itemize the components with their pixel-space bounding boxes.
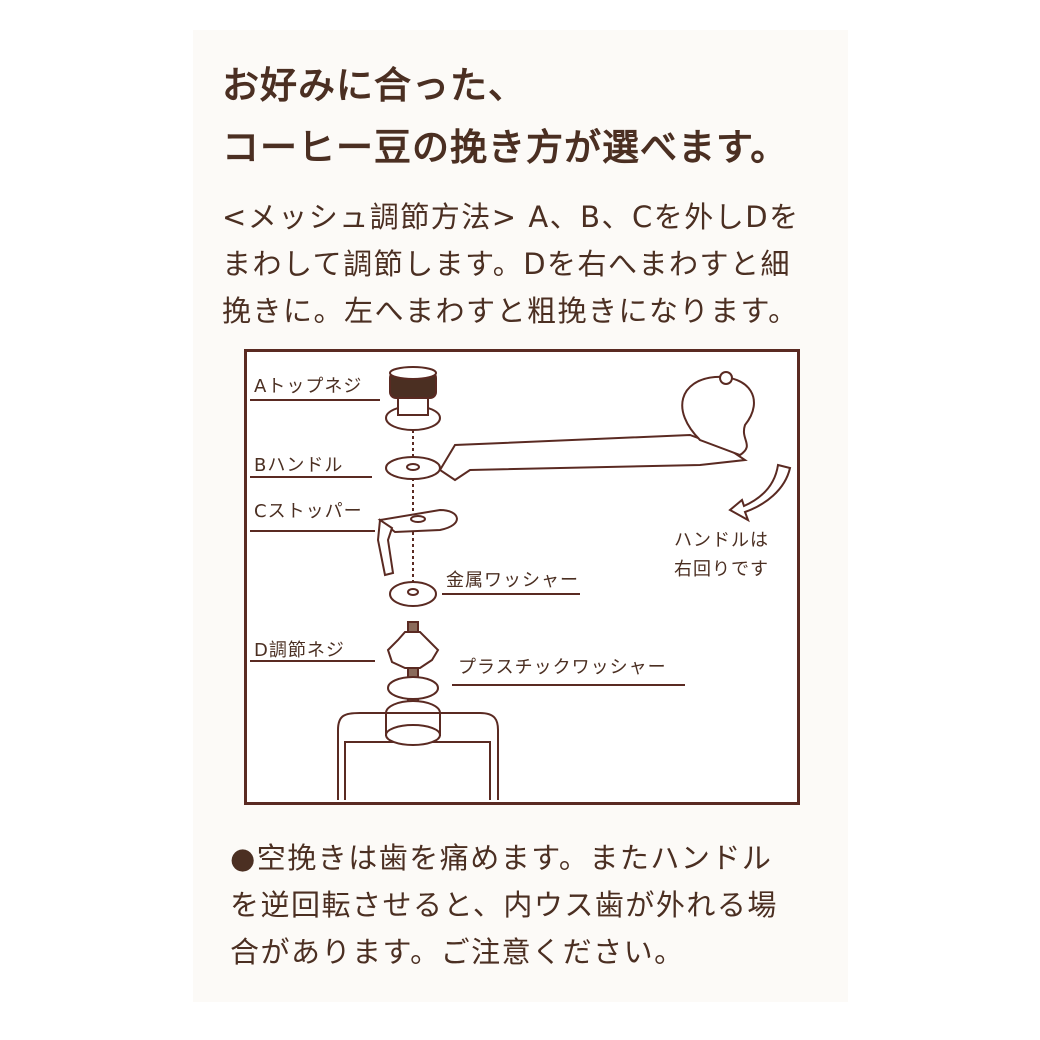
label-metal-washer: 金属ワッシャー [446, 570, 579, 591]
label-handle: Bハンドル [254, 455, 344, 476]
label-top-screw: Aトップネジ [254, 376, 363, 397]
metal-washer [389, 581, 437, 607]
handle-b [385, 371, 755, 482]
label-stopper: Cストッパー [254, 501, 363, 522]
label-plastic-washer: プラスチックワッシャー [458, 657, 667, 678]
leader-lines [250, 399, 685, 686]
label-adjust-screw: D調節ネジ [254, 640, 345, 661]
caution-line-3: 合があります。ご注意ください。 [230, 935, 685, 969]
top-screw-a [385, 366, 441, 431]
caution-line-1: ●空挽きは歯を痛めます。またハンドル [230, 841, 773, 875]
grinder-body [337, 700, 499, 800]
rotation-arrow-icon [728, 463, 792, 523]
label-rotation-1: ハンドルは [674, 530, 769, 551]
headline-line-2: コーヒー豆の挽き方が選べます。 [222, 126, 789, 169]
stopper-c [376, 508, 458, 577]
plastic-washer [387, 676, 439, 700]
instructions-line-3: 挽きに。左へまわすと粗挽きになります。 [222, 294, 799, 328]
instructions-line-1: <メッシュ調節方法> A、B、Cを外しDを [222, 200, 800, 234]
caution-line-2: を逆回転させると、内ウス歯が外れる場 [230, 888, 778, 922]
instructions-line-2: まわして調節します。Dを右へまわすと細 [222, 247, 792, 281]
headline-line-1: お好みに合った、 [222, 64, 526, 107]
label-rotation-2: 右回りです [674, 559, 769, 580]
